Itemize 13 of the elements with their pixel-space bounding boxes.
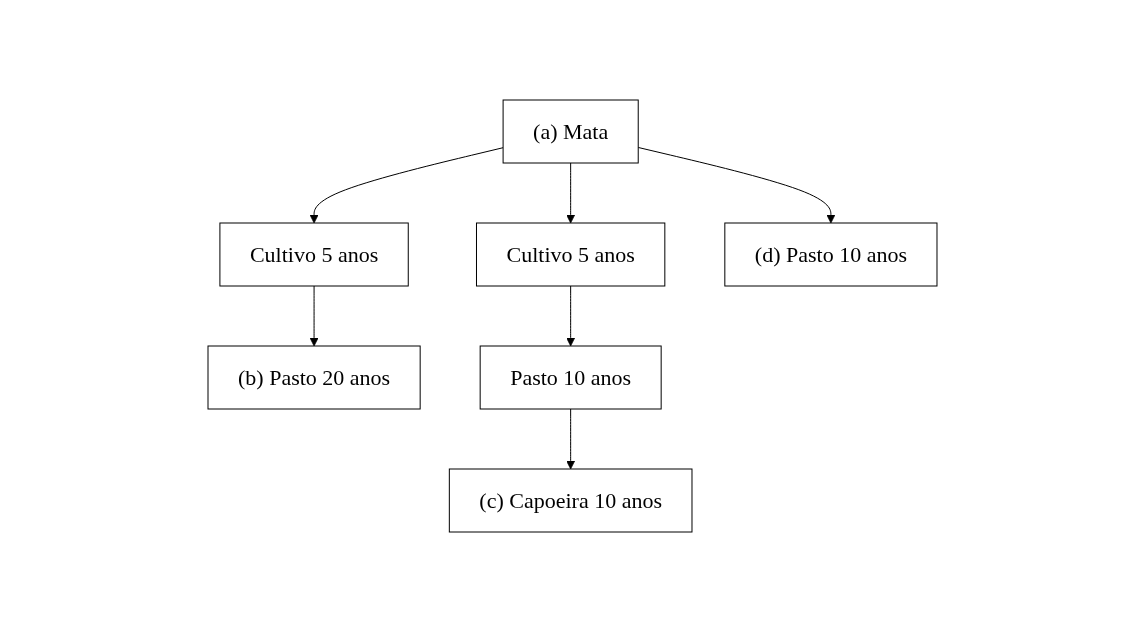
- node-box: (a) Mata: [502, 99, 639, 164]
- node-box: Pasto 10 anos: [479, 345, 662, 410]
- node-box: (c) Capoeira 10 anos: [448, 468, 693, 533]
- node-box: Cultivo 5 anos: [219, 222, 409, 287]
- arrow: [637, 146, 836, 224]
- arrow: [309, 285, 319, 347]
- node-box: (b) Pasto 20 anos: [207, 345, 421, 410]
- arrow: [309, 147, 504, 224]
- arrow: [566, 408, 576, 470]
- arrow: [566, 162, 576, 224]
- node-box: Cultivo 5 anos: [476, 222, 666, 287]
- arrow: [566, 285, 576, 347]
- node-box: (d) Pasto 10 anos: [724, 222, 938, 287]
